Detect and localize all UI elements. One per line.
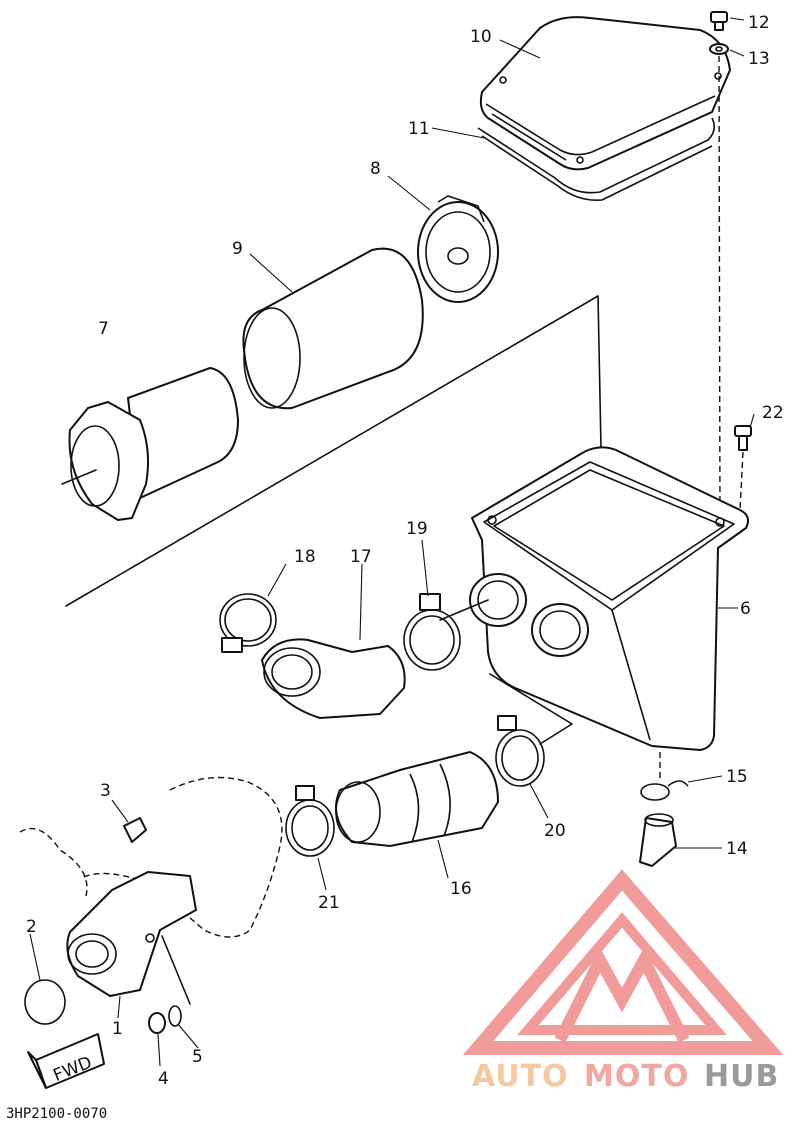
callout-11: 11 xyxy=(408,119,430,139)
fwd-arrow xyxy=(27,1033,105,1089)
callout-17: 17 xyxy=(350,547,372,567)
callout-22: 22 xyxy=(762,403,784,423)
part-filter-element xyxy=(61,367,239,521)
callout-13: 13 xyxy=(748,49,770,69)
callout-numbers: 1 2 3 4 5 6 7 8 9 10 11 12 13 14 15 16 1… xyxy=(26,13,784,1089)
callout-15: 15 xyxy=(726,767,748,787)
drawing-code: 3HP2100-0070 xyxy=(6,1106,107,1122)
callout-19: 19 xyxy=(406,519,428,539)
callout-12: 12 xyxy=(748,13,770,33)
callout-5: 5 xyxy=(192,1047,203,1067)
watermark-hub: HUB xyxy=(704,1059,779,1094)
callout-2: 2 xyxy=(26,917,37,937)
callout-18: 18 xyxy=(294,547,316,567)
callout-21: 21 xyxy=(318,893,340,913)
part-boot-16 xyxy=(335,751,499,847)
part-bolt-12 xyxy=(710,11,728,31)
watermark-auto: AUTO xyxy=(472,1059,569,1094)
part-screw-22 xyxy=(734,425,752,451)
callout-14: 14 xyxy=(726,839,748,859)
callout-9: 9 xyxy=(232,239,243,259)
part-oring-2 xyxy=(24,979,66,1025)
part-washer-5 xyxy=(168,1005,182,1027)
callout-20: 20 xyxy=(544,821,566,841)
watermark-text: AUTO MOTO HUB xyxy=(472,1059,779,1094)
part-bolt-3 xyxy=(123,817,147,843)
part-washer-13 xyxy=(709,43,729,55)
part-cover-gasket xyxy=(477,117,716,202)
part-foam-element xyxy=(242,247,424,410)
part-airbox xyxy=(469,446,749,751)
part-cover xyxy=(479,16,731,171)
callout-7: 7 xyxy=(98,319,109,339)
part-nut-4 xyxy=(148,1012,166,1034)
leader-lines xyxy=(29,17,755,1067)
part-clamp-18 xyxy=(219,593,277,653)
callout-8: 8 xyxy=(370,159,381,179)
watermark-moto: MOTO xyxy=(584,1059,689,1094)
callout-1: 1 xyxy=(112,1019,123,1039)
part-clamp-20 xyxy=(495,715,545,787)
part-filter-cap xyxy=(417,195,499,303)
callout-4: 4 xyxy=(158,1069,169,1089)
part-clip-15 xyxy=(640,780,689,801)
part-drain-14 xyxy=(639,813,677,867)
part-joint-17 xyxy=(261,638,406,719)
callout-3: 3 xyxy=(100,781,111,801)
part-carb-joint-1 xyxy=(66,871,197,997)
part-clamp-21 xyxy=(285,785,335,857)
callout-16: 16 xyxy=(450,879,472,899)
part-clamp-19 xyxy=(403,593,461,671)
watermark-logo xyxy=(462,869,784,1055)
callout-10: 10 xyxy=(470,27,492,47)
callout-6: 6 xyxy=(740,599,751,619)
